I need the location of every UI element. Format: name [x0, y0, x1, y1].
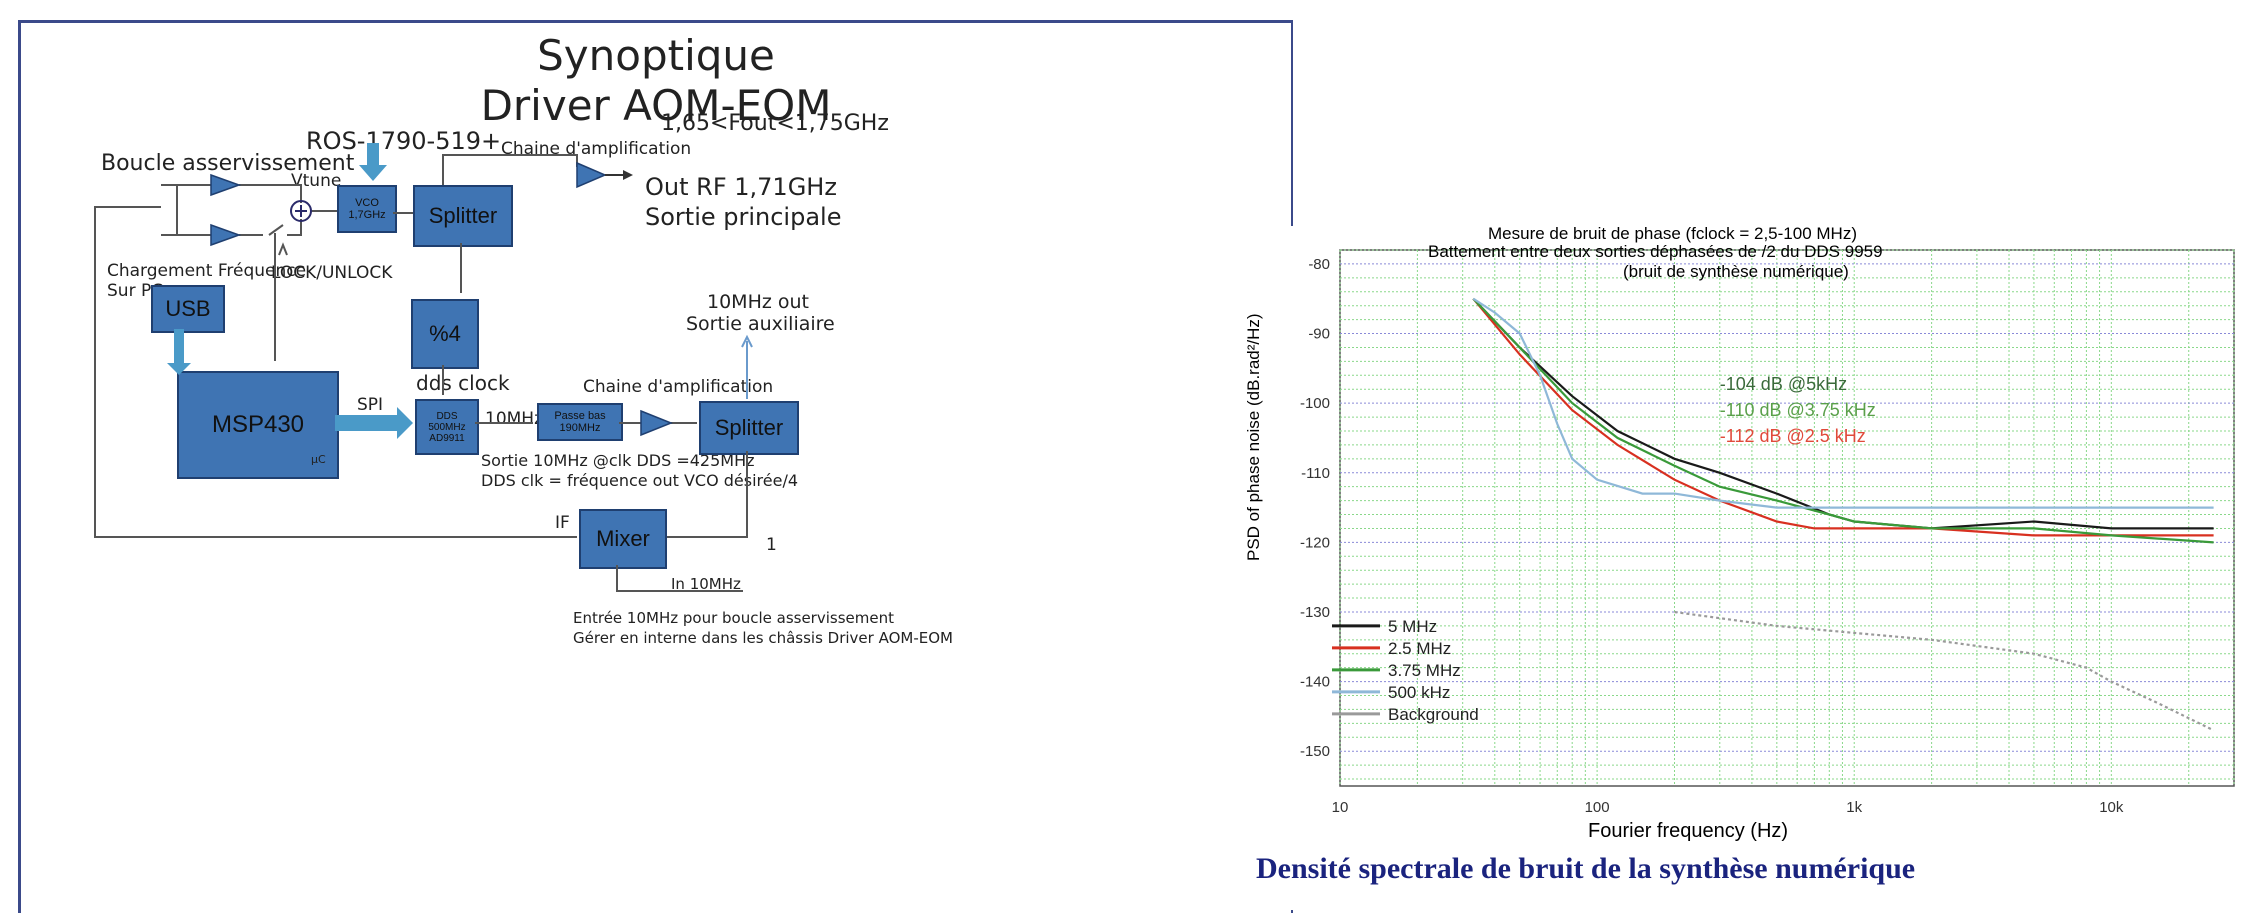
dds-label: DDS 500MHz AD9911: [428, 410, 466, 444]
aux-out-arrowhead-icon: [741, 334, 753, 348]
synoptic-slide: Synoptique Driver AOM-EOM 1,65<Fout<1,75…: [18, 20, 1293, 913]
usb-label: USB: [165, 296, 211, 321]
legend-label: Background: [1388, 705, 1479, 724]
entry-note-line1: Entrée 10MHz pour boucle asservissement: [573, 609, 894, 627]
note-line2: DDS clk = fréquence out VCO désirée/4: [481, 471, 799, 490]
vco-block: VCO 1,7GHz: [337, 185, 397, 233]
loop-label: Boucle asservissement: [101, 151, 355, 176]
in-10mhz-label: In 10MHz: [671, 575, 741, 593]
loop-split-wire: [161, 184, 211, 236]
x-tick-label: 1k: [1846, 799, 1862, 816]
out-rf-arrowhead-icon: [623, 170, 633, 180]
diagram-wiring: [94, 143, 753, 592]
fout-range-label: 1,65<Fout<1,75GHz: [661, 111, 889, 136]
divide-by-4-block: %4: [411, 299, 479, 369]
chart-subtitle-1: Battement entre deux sorties déphasées d…: [1428, 242, 1883, 261]
y-tick-label: -90: [1308, 326, 1330, 343]
legend-label: 500 kHz: [1388, 683, 1450, 702]
usb-block: USB: [151, 285, 225, 333]
dds-clock-label: dds clock: [416, 371, 510, 395]
chart-ylabel: PSD of phase noise (dB.rad²/Hz): [1244, 313, 1263, 561]
lock-arrowhead-icon: [278, 242, 288, 256]
legend-label: 3.75 MHz: [1388, 661, 1461, 680]
vco-reference-label: ROS-1790-519+: [306, 127, 502, 155]
vco-input-arrow-icon: [359, 143, 387, 181]
lowpass-filter-block: Passe bas 190MHz: [537, 403, 623, 441]
chart-caption: Densité spectrale de bruit de la synthès…: [1256, 852, 1916, 885]
bottom-amp-icon: [640, 409, 674, 437]
y-tick-label: -80: [1308, 256, 1330, 273]
lock-unlock-label: LOCK/UNLOCK: [271, 263, 393, 283]
amp-chain-bottom-label: Chaine d'amplification: [583, 377, 774, 397]
entry-note-line2: Gérer en interne dans les châssis Driver…: [573, 629, 953, 647]
x-tick-label: 100: [1585, 799, 1610, 816]
y-tick-label: -150: [1300, 743, 1330, 760]
usb-arrowhead-icon: [167, 363, 191, 375]
splitter-top-block: Splitter: [413, 185, 513, 247]
note-line1: Sortie 10MHz @clk DDS =425MHz: [481, 451, 755, 470]
spi-arrow-icon: [335, 407, 413, 439]
y-tick-label: -120: [1300, 534, 1330, 551]
slide-title-line2: Driver AOM-EOM: [480, 81, 832, 130]
y-tick-label: -100: [1300, 395, 1330, 412]
phase-noise-chart-panel: 10 100 1k 10k -80 -90 -100 -110 -120 -130 -140 -150…: [1228, 224, 2248, 910]
splitter-bottom-block: Splitter: [699, 401, 799, 455]
chart-annotation: -110 dB @3.75 kHz: [1720, 400, 1876, 420]
splitter-to-mixer-wire: [667, 451, 748, 538]
loop-amp-wires: [239, 184, 302, 236]
chart-xlabel: Fourier frequency (Hz): [1588, 820, 1789, 842]
splitter-to-amp-wire: [442, 154, 578, 185]
if-label: IF: [555, 513, 570, 533]
dds-block: DDS 500MHz AD9911: [415, 399, 479, 455]
mixer-block: Mixer: [579, 509, 667, 569]
series-line: [1472, 297, 2214, 509]
summing-junction-plus: [295, 205, 307, 217]
x-tick-label: 10: [1332, 799, 1349, 816]
msp430-label: MSP430: [211, 411, 305, 438]
series-line: [1472, 297, 2214, 530]
series-line: [1472, 297, 2214, 544]
legend-label: 5 MHz: [1388, 617, 1437, 636]
mixer-label: Mixer: [596, 526, 650, 551]
if-feedback-wire: [94, 206, 577, 538]
10mhz-out-sublabel: Sortie auxiliaire: [686, 313, 835, 335]
loop-amp-top-icon: [210, 173, 242, 197]
vtune-label: Vtune: [291, 171, 342, 191]
chart-title: Mesure de bruit de phase (fclock = 2,5-1…: [1488, 224, 1857, 243]
splitter-top-label: Splitter: [428, 203, 498, 228]
vco-label: VCO 1,7GHz: [348, 197, 386, 221]
out-rf-label: Out RF 1,71GHz: [645, 173, 837, 201]
freq-load-label-2: Sur PC: [107, 281, 164, 301]
y-tick-label: -130: [1300, 604, 1330, 621]
y-tick-label: -140: [1300, 674, 1330, 691]
x-tick-label: 10k: [2099, 799, 2124, 816]
microcontroller-label: µC: [311, 453, 326, 466]
chart-annotation: -104 dB @5kHz: [1720, 374, 1847, 394]
chart-annotation: -112 dB @2.5 kHz: [1720, 426, 1866, 446]
arrowheads: [167, 143, 413, 439]
legend-label: 2.5 MHz: [1388, 639, 1451, 658]
out-rf-sublabel: Sortie principale: [645, 203, 842, 231]
page-number: 1: [766, 535, 777, 555]
lock-switch: [268, 219, 302, 236]
in-10mhz-wire: [616, 565, 743, 592]
series-line: [1472, 297, 2214, 537]
loop-amp-bottom-icon: [210, 223, 242, 247]
series-line: [1674, 610, 2215, 732]
rf-amp-icon: [576, 161, 607, 189]
summing-junction-icon: [290, 200, 312, 222]
divide-by-4-label: %4: [429, 321, 461, 346]
lowpass-filter-label: Passe bas 190MHz: [554, 410, 606, 434]
chart-subtitle-2: (bruit de synthèse numérique): [1623, 262, 1849, 281]
y-tick-label: -110: [1301, 465, 1330, 482]
splitter-bottom-label: Splitter: [714, 415, 784, 440]
summing-junction-circle: [290, 200, 312, 222]
freq-load-label-1: Chargement Fréquence: [107, 261, 307, 281]
10mhz-out-label: 10MHz out: [707, 291, 809, 313]
slide-title-line1: Synoptique: [537, 31, 775, 80]
phase-noise-chart: 10 100 1k 10k -80 -90 -100 -110 -120 -130 -140 -150…: [1300, 249, 2235, 816]
spi-label: SPI: [357, 395, 384, 415]
